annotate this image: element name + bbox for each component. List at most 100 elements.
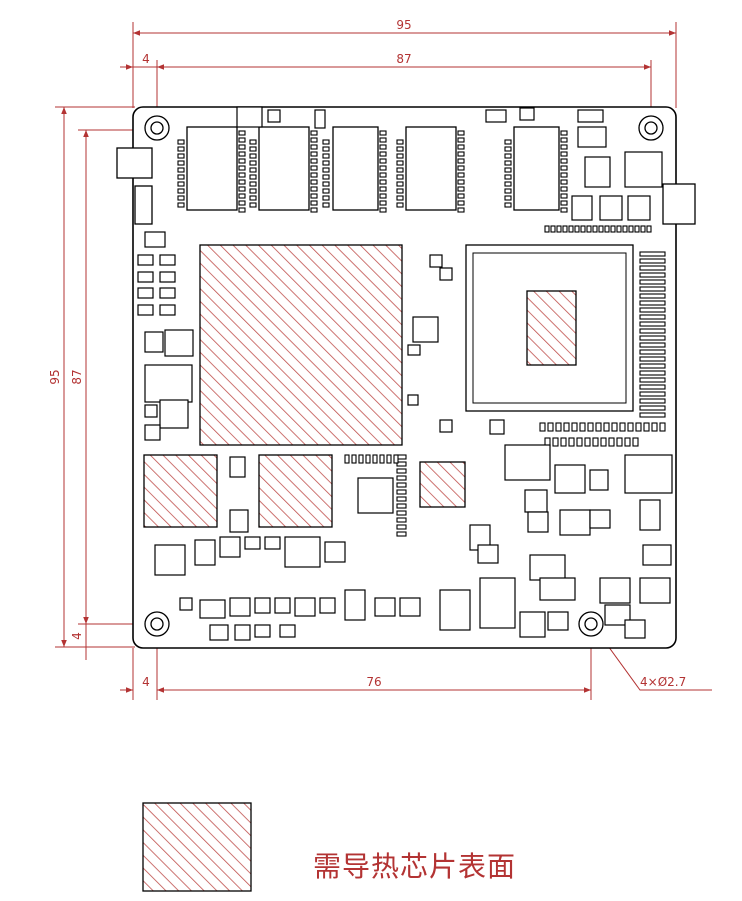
pcb-component <box>379 179 387 185</box>
pcb-board <box>116 106 696 649</box>
pcb-component <box>603 422 610 432</box>
pcb-component <box>144 424 161 441</box>
memory-chip <box>186 126 238 211</box>
pcb-component <box>560 158 568 164</box>
pcb-component <box>544 225 550 233</box>
pcb-component <box>457 193 465 199</box>
pcb-component <box>624 437 631 447</box>
pcb-component <box>249 195 257 201</box>
chip-thermal-area <box>258 454 333 528</box>
pcb-component <box>310 179 318 185</box>
pcb-component <box>219 536 241 558</box>
pcb-component <box>144 364 193 403</box>
dim-text-top-total: 95 <box>396 18 411 32</box>
pcb-component <box>351 454 357 464</box>
pcb-component <box>310 186 318 192</box>
memory-chip <box>258 126 310 211</box>
pcb-component <box>628 225 634 233</box>
pcb-component <box>386 454 392 464</box>
pcb-component <box>319 597 336 614</box>
soc-die-thermal-area <box>526 290 577 366</box>
pcb-component <box>604 604 631 626</box>
pcb-component <box>562 225 568 233</box>
pcb-component <box>396 146 404 152</box>
pcb-component <box>177 139 185 145</box>
pcb-component <box>254 624 271 638</box>
pcb-component <box>137 254 154 266</box>
pcb-component <box>639 286 666 292</box>
pcb-component <box>616 225 622 233</box>
pcb-component <box>554 464 586 494</box>
pcb-component <box>322 153 330 159</box>
pcb-component <box>439 267 453 281</box>
pcb-component <box>199 599 226 619</box>
pcb-component <box>396 160 404 166</box>
dim-text-left-total: 95 <box>48 369 62 384</box>
pcb-component <box>412 316 439 343</box>
pcb-component <box>236 106 263 128</box>
pcb-component <box>579 422 586 432</box>
pcb-component <box>324 541 346 563</box>
pcb-component <box>374 597 396 617</box>
pcb-component <box>571 422 578 432</box>
pcb-component <box>624 619 646 639</box>
pcb-component <box>379 193 387 199</box>
pcb-component <box>322 188 330 194</box>
pcb-component <box>194 539 216 566</box>
pcb-component <box>238 158 246 164</box>
pcb-component <box>177 146 185 152</box>
pcb-component <box>639 265 666 271</box>
pcb-component <box>592 225 598 233</box>
pcb-component <box>159 271 176 283</box>
pcb-component <box>504 167 512 173</box>
pcb-component <box>399 597 421 617</box>
pcb-component <box>154 544 186 576</box>
pcb-component <box>477 544 499 564</box>
pcb-component <box>407 394 419 406</box>
pcb-component <box>485 109 507 123</box>
pcb-component <box>552 437 559 447</box>
pcb-component <box>568 225 574 233</box>
pcb-component <box>310 130 318 136</box>
pcb-component <box>249 153 257 159</box>
pcb-component <box>639 398 666 404</box>
pcb-component <box>584 437 591 447</box>
pcb-component <box>322 160 330 166</box>
pcb-component <box>457 200 465 206</box>
pcb-component <box>159 254 176 266</box>
pcb-component <box>527 511 549 533</box>
pcb-component <box>457 207 465 213</box>
pcb-component <box>249 202 257 208</box>
pcb-component <box>560 207 568 213</box>
memory-chip <box>513 126 560 211</box>
pcb-component <box>550 225 556 233</box>
pcb-component <box>396 531 407 537</box>
pcb-component <box>396 524 407 530</box>
pcb-component <box>310 207 318 213</box>
pcb-component <box>639 363 666 369</box>
pcb-component <box>249 174 257 180</box>
pcb-component <box>600 437 607 447</box>
pcb-component <box>599 577 631 604</box>
pcb-component <box>504 160 512 166</box>
pcb-component <box>595 422 602 432</box>
pcb-component <box>559 509 591 536</box>
pcb-component <box>639 300 666 306</box>
pcb-component <box>560 186 568 192</box>
pcb-component <box>379 200 387 206</box>
pcb-component <box>159 304 176 316</box>
pcb-component <box>639 391 666 397</box>
pcb-component <box>358 454 364 464</box>
pcb-component <box>284 536 321 568</box>
pcb-component <box>639 499 661 531</box>
pcb-component <box>584 156 611 188</box>
pcb-component <box>457 179 465 185</box>
pcb-component <box>379 151 387 157</box>
pcb-component <box>144 231 166 248</box>
left-usb-connector <box>134 185 153 225</box>
pcb-component <box>639 272 666 278</box>
pcb-component <box>589 509 611 529</box>
pcb-component <box>646 225 652 233</box>
pcb-component <box>519 107 535 121</box>
